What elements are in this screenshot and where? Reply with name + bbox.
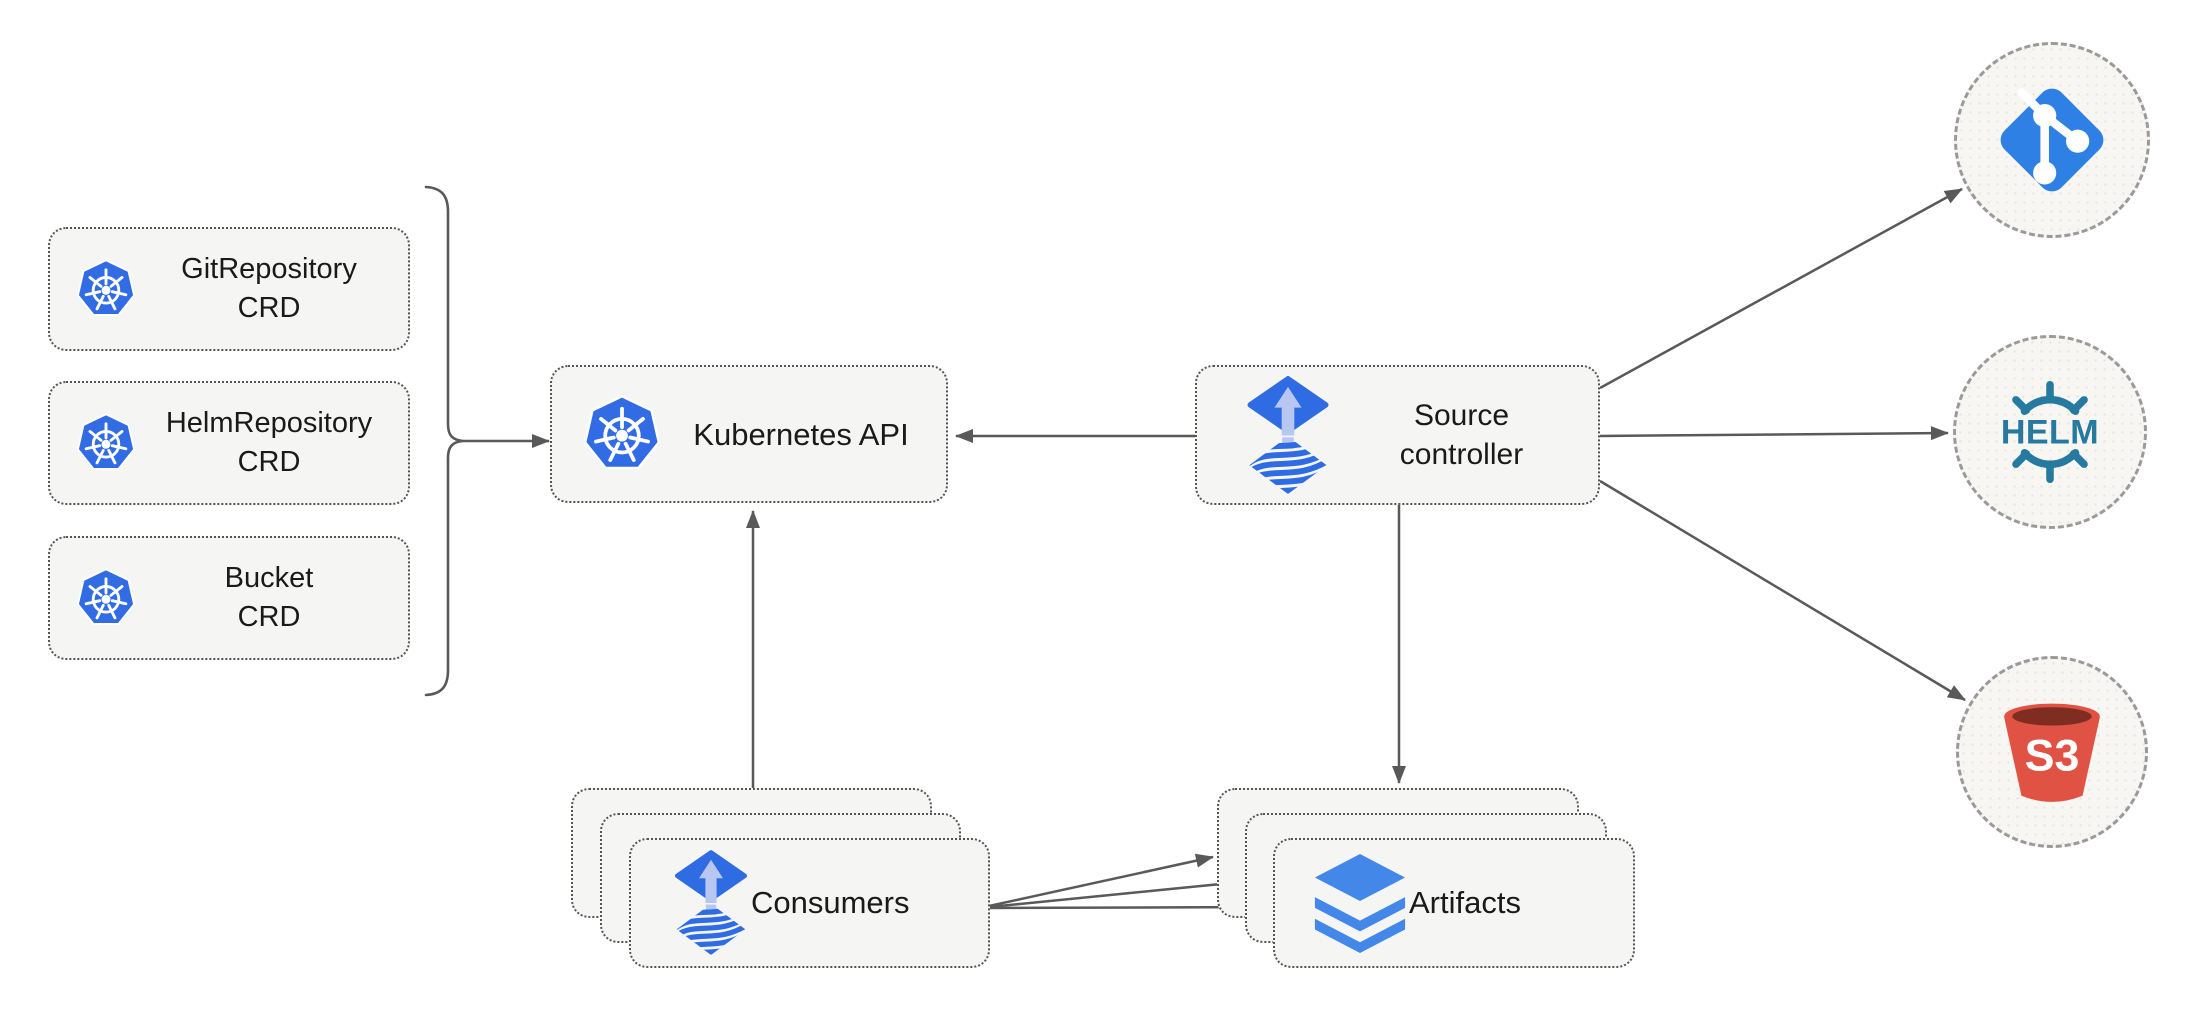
connector-source-to-git [1599,187,1963,390]
s3-bucket-icon: S3 [1996,695,2108,809]
git-icon [1991,79,2113,201]
connector-source-to-helm [1599,426,1949,441]
connector-consumers-to-artifacts-1 [988,853,1214,908]
layers-icon [1311,852,1409,955]
helm-icon: HELM [1979,380,2121,484]
kubernetes-icon [580,392,664,476]
s3-endpoint-circle: S3 [1956,656,2148,848]
kubernetes-icon [74,257,138,321]
flux-icon [671,850,751,956]
git-endpoint-circle [1954,42,2150,238]
kubernetes-icon [74,411,138,475]
flux-icon [1243,375,1333,495]
helm-endpoint-circle: HELM [1953,335,2147,529]
kubernetes-icon [74,566,138,630]
kubernetes-api-label: Kubernetes API [693,416,909,452]
consumers-label: Consumers [751,885,910,920]
crd-group-bracket [424,185,464,697]
connector-consumers-to-artifacts-2 [988,876,1242,909]
artifacts-box: Artifacts [1273,838,1635,968]
artifacts-label: Artifacts [1409,885,1521,920]
s3-label: S3 [2025,730,2080,780]
kubernetes-api-box: Kubernetes API [550,365,948,503]
connector-source-to-s3 [1599,479,1966,702]
helm-label: HELM [2001,413,2099,451]
consumers-box: Consumers [629,838,990,968]
